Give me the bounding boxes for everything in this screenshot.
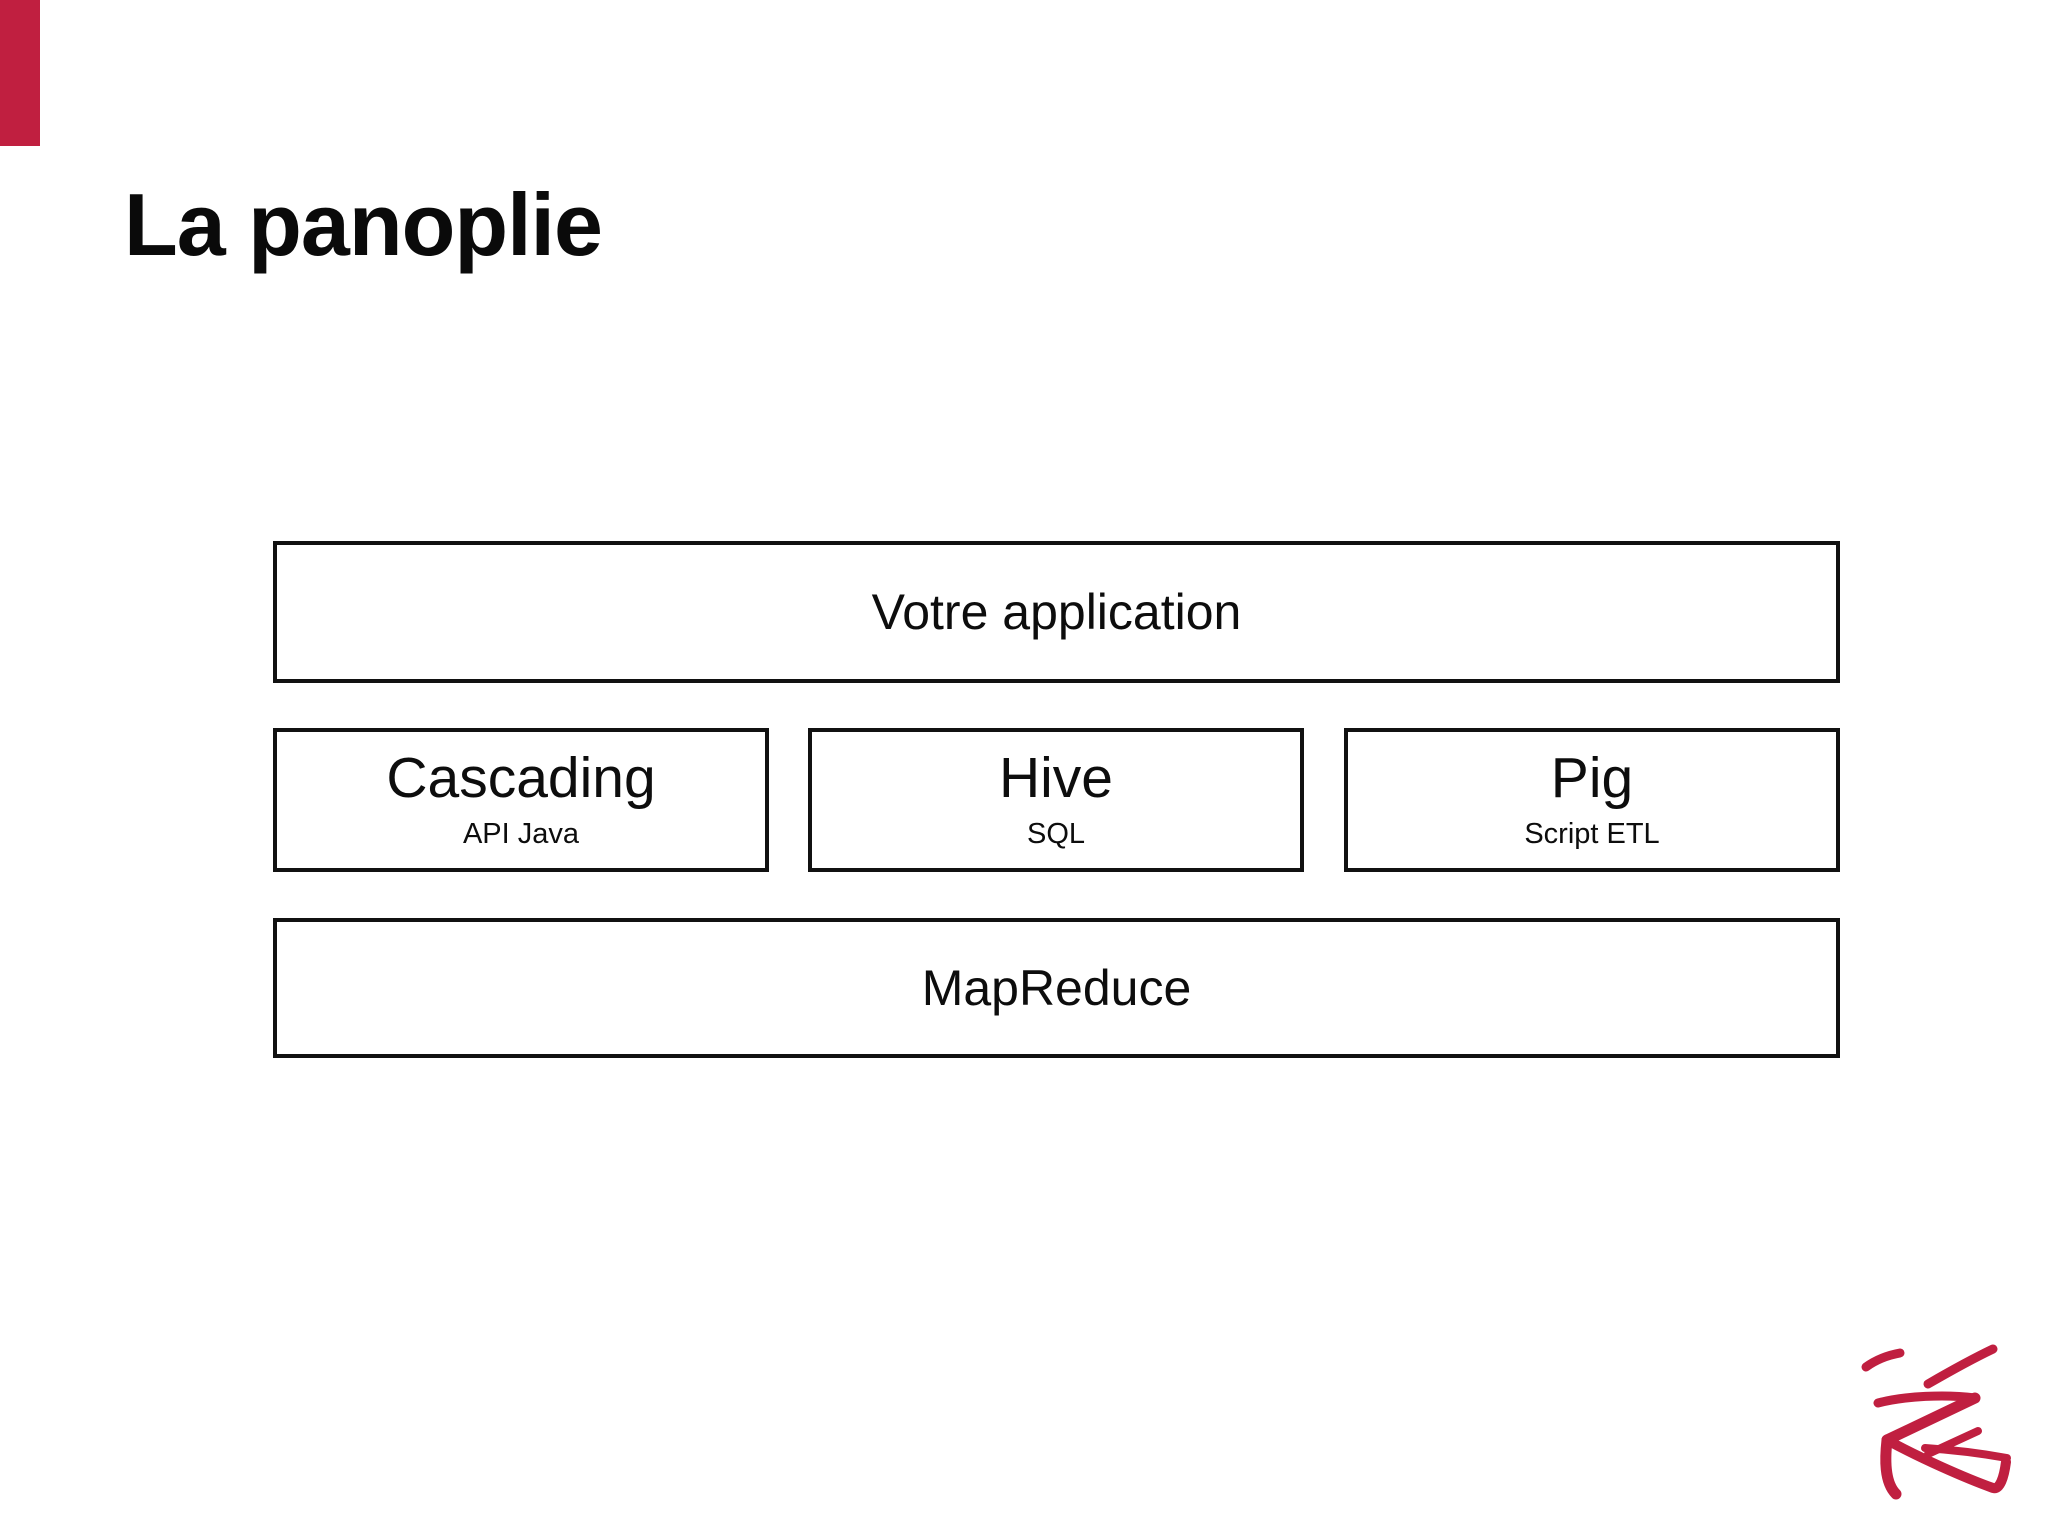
accent-bar <box>0 0 40 146</box>
tool-box-hive-sublabel: SQL <box>1026 817 1086 850</box>
zenika-signature-logo-icon <box>1861 1344 2011 1500</box>
tool-box-cascading-sublabel: API Java <box>462 817 580 850</box>
engine-box: MapReduce <box>273 918 1840 1058</box>
engine-box-label: MapReduce <box>921 959 1192 1016</box>
tool-box-cascading: Cascading API Java <box>273 728 769 872</box>
tool-box-pig-sublabel: Script ETL <box>1524 817 1660 850</box>
tool-box-hive: Hive SQL <box>808 728 1304 872</box>
slide-title: La panoplie <box>124 175 603 274</box>
tool-box-pig-label: Pig <box>1550 746 1634 811</box>
tool-box-hive-label: Hive <box>998 746 1114 811</box>
tool-box-cascading-label: Cascading <box>386 746 656 811</box>
tool-box-pig: Pig Script ETL <box>1344 728 1840 872</box>
application-box: Votre application <box>273 541 1840 683</box>
application-box-label: Votre application <box>871 583 1242 640</box>
